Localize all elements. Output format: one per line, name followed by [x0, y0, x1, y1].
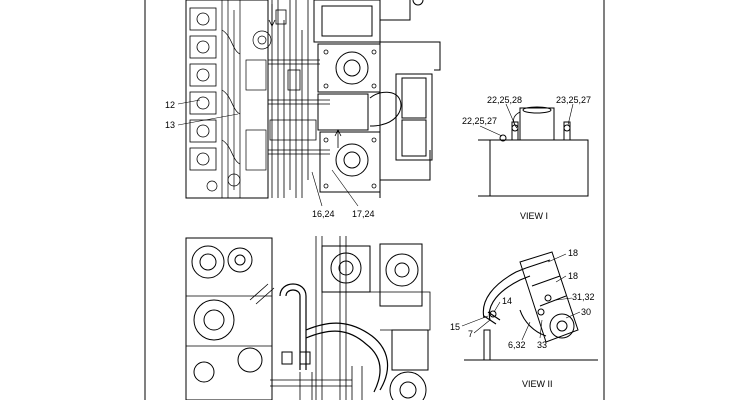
- bottom-engine-view: [185, 236, 431, 400]
- view-2-callout-6-32: 6,32: [508, 340, 526, 350]
- view-2-callout-30: 30: [581, 307, 591, 317]
- view-2-callout-14: 14: [502, 296, 512, 306]
- view-1-callout-22-25-28: 22,25,28: [487, 95, 522, 105]
- top-engine-view: [185, 0, 441, 199]
- view-2-callout-7: 7: [468, 329, 473, 339]
- view-2-callout-18-a: 18: [568, 248, 578, 258]
- callout-13: 13: [165, 120, 175, 130]
- view-1-callout-22-25-27: 22,25,27: [462, 116, 497, 126]
- top-view-leaders: [177, 99, 359, 207]
- view-1-leaders: [479, 103, 574, 137]
- callout-17-24: 17,24: [352, 209, 375, 219]
- view-2-leaders: [461, 253, 581, 341]
- callout-16-24: 16,24: [312, 209, 335, 219]
- view-2-callout-15: 15: [450, 322, 460, 332]
- view-1-illustration: [478, 106, 589, 197]
- view-2-callout-33: 33: [537, 340, 547, 350]
- callout-12: 12: [165, 100, 175, 110]
- view-1-caption: VIEW I: [520, 211, 548, 221]
- view-2-callout-18-b: 18: [568, 271, 578, 281]
- view-2-caption: VIEW II: [522, 379, 553, 389]
- view-2-callout-31-32: 31,32: [572, 292, 595, 302]
- view-1-callout-23-25-27: 23,25,27: [556, 95, 591, 105]
- view-2-illustration: [464, 251, 598, 361]
